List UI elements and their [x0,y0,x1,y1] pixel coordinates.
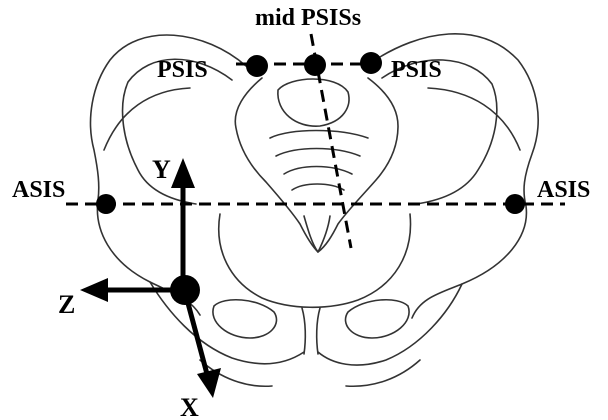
psis-left-label: PSIS [157,58,208,82]
left-obturator [213,300,277,338]
psis-left-point [246,55,268,77]
sacrum-outline [235,78,398,252]
sacral-ridge-3 [284,167,352,175]
mid-psis-label: mid PSISs [255,6,361,30]
sacral-ridge-2 [276,149,360,157]
coccyx [304,216,330,252]
x-axis-line [185,292,207,374]
sacral-promontory [278,79,349,126]
asis-left-label: ASIS [12,178,65,202]
asis-right-label: ASIS [537,178,590,202]
z-axis-arrowhead [80,278,108,302]
z-axis-label: Z [58,292,75,318]
pubic-symphysis [302,308,320,354]
y-axis-label: Y [152,157,171,183]
asis-right-point [505,194,525,214]
sacral-ridge-1 [270,131,368,139]
y-axis-arrowhead [171,158,195,188]
mid-psis-point [304,54,326,76]
psis-right-point [360,52,382,74]
lower-outline [200,360,420,386]
pelvic-inlet [219,214,411,307]
left-iliac-crest [104,88,190,150]
right-pubic-ramus [318,284,462,365]
psis-right-label: PSIS [391,58,442,82]
right-obturator [345,300,409,338]
x-axis-label: X [180,395,199,420]
x-axis-arrowhead [197,368,221,398]
sacral-ridge-4 [292,184,344,190]
right-iliac-crest [428,88,520,150]
asis-left-point [96,194,116,214]
